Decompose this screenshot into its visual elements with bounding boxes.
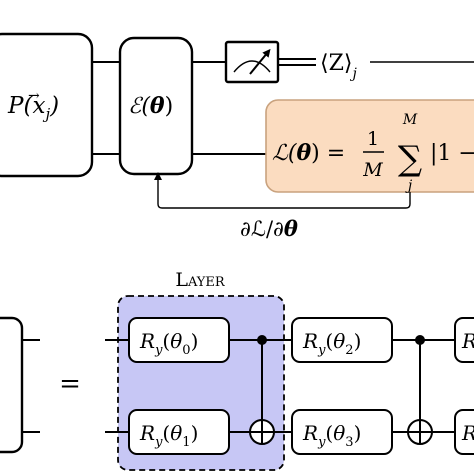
cnot-2-control: [415, 335, 425, 345]
ry-gate-theta3: [291, 409, 393, 455]
meter-needle-icon: [249, 48, 271, 75]
variational-gate-label: ℰ(θ): [128, 93, 173, 119]
encoding-gate-label: P(xj): [7, 93, 59, 123]
measurement-gate: [224, 40, 280, 84]
cnot-1-control: [257, 335, 267, 345]
ry-gate-theta2: [291, 317, 393, 363]
ry-gate-theta1-label: Ry(θ1): [139, 421, 198, 450]
loss-rest: |1 −: [430, 141, 474, 166]
loss-sum-upper: M: [402, 112, 418, 128]
ry-gate-partial-bottom-label: R: [461, 421, 474, 445]
ry-gate-theta1: [128, 409, 230, 455]
gradient-label: ∂ℒ/∂θ: [240, 216, 298, 241]
equals-sign: =: [59, 369, 81, 399]
layer-block-partial: [0, 316, 24, 454]
vector-arrow-icon: →: [28, 88, 40, 104]
loss-frac-den: M: [362, 159, 383, 181]
loss-frac-num: 1: [367, 128, 379, 150]
loss-sum-symbol: ∑: [398, 139, 422, 179]
layer-title: Layer: [175, 269, 226, 291]
ry-gate-partial-bottom: [454, 409, 474, 455]
ry-gate-partial-top-label: R: [461, 329, 474, 353]
loss-sum-lower: j: [405, 178, 413, 194]
feedback-arrow: [154, 172, 411, 209]
expectation-label: ⟨Z⟩j: [320, 51, 357, 82]
ry-gate-theta2-label: Ry(θ2): [302, 329, 361, 358]
ry-gate-theta3-label: Ry(θ3): [302, 421, 361, 450]
meter-arc: [233, 60, 271, 73]
encoding-gate: [0, 32, 94, 178]
ry-gate-theta0: [128, 317, 230, 363]
ry-gate-theta0-label: Ry(θ0): [139, 329, 198, 358]
loss-lhs: ℒ(θ) =: [272, 140, 345, 166]
ry-gate-partial-top: [454, 317, 474, 363]
loss-box: [265, 99, 474, 193]
